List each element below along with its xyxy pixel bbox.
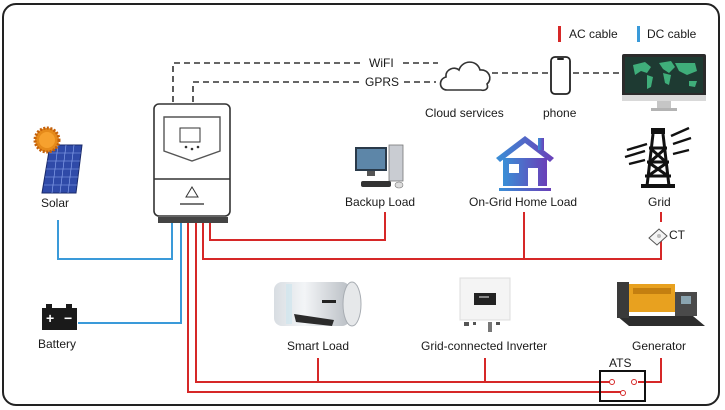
battery-plus-symbol: + (46, 310, 55, 326)
wifi-label: WiFI (369, 56, 394, 70)
generator-icon (617, 282, 705, 326)
ats-terminal (631, 379, 637, 385)
battery-minus-symbol: − (64, 310, 73, 326)
house-icon (496, 136, 554, 191)
ac-ats-upper-line (195, 222, 612, 383)
dc-battery-line (78, 222, 182, 324)
ac-backup-line (209, 212, 386, 241)
battery-icon: + − (42, 304, 77, 330)
dc-legend-swatch (637, 26, 640, 42)
generator-label: Generator (632, 339, 687, 353)
ac-legend-swatch (558, 26, 561, 42)
phone-label: phone (543, 106, 577, 120)
solar-label: Solar (41, 196, 70, 210)
ats-terminal (620, 390, 626, 396)
grid-inverter-icon (459, 277, 511, 332)
gprs-line (192, 81, 362, 102)
ct-label: CT (669, 228, 685, 242)
ats-box (599, 370, 646, 402)
cloud-icon (439, 61, 491, 92)
ct-sensor-icon (648, 228, 668, 246)
dc-legend-label: DC cable (647, 27, 697, 41)
monitor-icon (622, 54, 706, 111)
cloud-services-label: Cloud services (425, 106, 504, 120)
gprs-label: GPRS (365, 75, 400, 89)
hybrid-inverter-icon (153, 103, 231, 223)
grid-label: Grid (648, 195, 671, 209)
ac-grid-line (202, 222, 662, 260)
ac-ats-lower-line (187, 222, 622, 393)
backup-load-label: Backup Load (345, 195, 416, 209)
battery-label: Battery (38, 337, 77, 351)
ats-terminal (609, 379, 615, 385)
wifi-line (172, 62, 362, 102)
ongrid-home-load-label: On-Grid Home Load (469, 195, 578, 209)
computer-icon (355, 144, 404, 189)
solar-panel-icon (33, 126, 83, 194)
dc-solar-line (57, 220, 173, 260)
smart-load-label: Smart Load (287, 339, 350, 353)
grid-inverter-label: Grid-connected Inverter (421, 339, 548, 353)
power-tower-icon (624, 126, 692, 188)
phone-icon (550, 56, 571, 95)
water-heater-icon (274, 281, 362, 327)
ac-legend-label: AC cable (569, 27, 618, 41)
ats-label: ATS (609, 356, 632, 370)
diagram-frame (2, 3, 720, 406)
